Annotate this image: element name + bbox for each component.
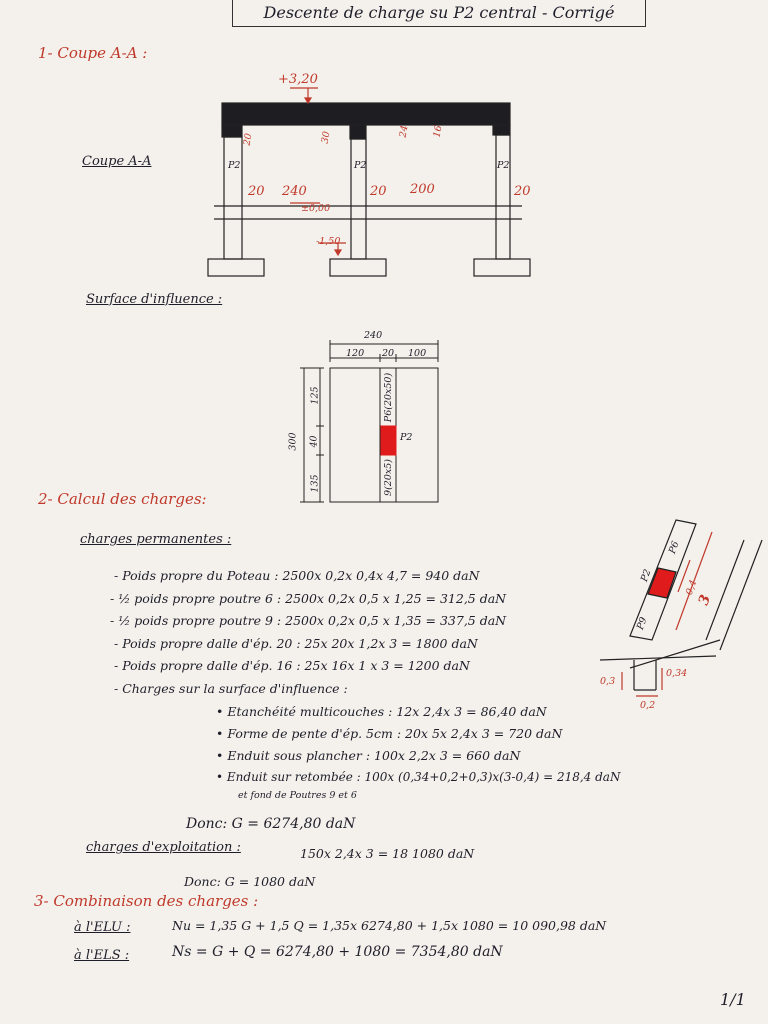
influence-beam-bottom: 9(20x5) [382, 459, 394, 496]
dim-3: 24 [397, 124, 411, 139]
poteau-label-3: P2 [497, 160, 510, 171]
influence-top-total: 240 [364, 330, 383, 341]
footing-right [473, 258, 531, 277]
permanent-heading: charges permanentes : [80, 532, 232, 547]
level-top: +3,20 [278, 72, 318, 87]
dim-4: 16 [431, 124, 445, 139]
page-title: Descente de charge su P2 central - Corri… [232, 0, 646, 27]
side-dim-5: 0,2 [640, 700, 656, 711]
permanent-line-5: - Poids propre dalle d'ép. 16 : 25x 16x … [114, 658, 470, 673]
poteau-label-1: P2 [228, 160, 241, 171]
influence-left-total: 300 [287, 432, 299, 451]
slab [221, 102, 511, 126]
influence-heading: Surface d'influence : [86, 292, 223, 307]
influence-beam-top: P6(20x50) [383, 372, 395, 423]
pole-fill [380, 425, 397, 456]
els-label: à l'ELS : [74, 948, 130, 963]
side-sketch [599, 519, 763, 697]
permanent-line-6: - Charges sur la surface d'influence : [114, 681, 348, 696]
poteau-label-2: P2 [354, 160, 367, 171]
span-1: 20 [248, 184, 265, 199]
influence-line-1: • Etanchéité multicouches : 12x 2,4x 3 =… [216, 704, 547, 719]
span-5: 20 [514, 184, 531, 199]
coupe-label: Coupe A-A [82, 154, 152, 169]
elu-formula: Nu = 1,35 G + 1,5 Q = 1,35x 6274,80 + 1,… [172, 918, 607, 933]
g-result: Donc: G = 6274,80 daN [186, 816, 356, 832]
section2-heading: 2- Calcul des charges: [38, 490, 207, 508]
side-dim-4: 0,34 [666, 668, 688, 679]
influence-pole: P2 [400, 432, 413, 443]
coupe-drawing [207, 102, 531, 277]
influence-note: et fond de Poutres 9 et 6 [238, 790, 357, 801]
span-3: 20 [370, 184, 387, 199]
column-center [350, 138, 367, 260]
column-left [223, 136, 243, 260]
influence-line-2: • Forme de pente d'ép. 5cm : 20x 5x 2,4x… [216, 726, 563, 741]
influence-outline [329, 367, 439, 503]
level-bottom: -1,50 [316, 236, 341, 247]
q-result: Donc: G = 1080 daN [184, 874, 316, 889]
els-formula: Ns = G + Q = 6274,80 + 1080 = 7354,80 da… [172, 944, 503, 960]
elu-label: à l'ELU : [74, 920, 131, 935]
permanent-line-4: - Poids propre dalle d'ép. 20 : 25x 20x … [114, 636, 478, 651]
section1-heading: 1- Coupe A-A : [38, 44, 148, 62]
influence-top-part-2: 20 [382, 348, 395, 359]
dim-2: 30 [319, 130, 333, 145]
side-dim-3: 0,3 [600, 676, 616, 687]
column-right [495, 134, 511, 260]
permanent-line-3: - ½ poids propre poutre 9 : 2500x 0,2x 0… [110, 613, 507, 628]
influence-left-part-2: 40 [308, 435, 320, 448]
influence-line-4: • Enduit sur retombée : 100x (0,34+0,2+0… [216, 770, 621, 784]
influence-line-3: • Enduit sous plancher : 100x 2,2x 3 = 6… [216, 748, 521, 763]
section3-heading: 3- Combinaison des charges : [34, 892, 259, 910]
influence-left-part-3: 135 [309, 474, 321, 493]
footing-left [207, 258, 265, 277]
exploitation-calc: 150x 2,4x 3 = 18 1080 daN [300, 846, 475, 861]
exploitation-heading: charges d'exploitation : [86, 840, 241, 855]
permanent-line-1: - Poids propre du Poteau : 2500x 0,2x 0,… [114, 568, 480, 583]
dim-1: 20 [241, 132, 255, 147]
influence-left-part-1: 125 [309, 386, 321, 405]
influence-top-part-1: 120 [346, 348, 365, 359]
span-4: 200 [410, 182, 435, 197]
footing-center [329, 258, 387, 277]
influence-top-part-3: 100 [408, 348, 427, 359]
span-2: 240 [282, 184, 307, 199]
influence-drawing [300, 340, 439, 503]
permanent-line-2: - ½ poids propre poutre 6 : 2500x 0,2x 0… [110, 591, 507, 606]
page-number: 1/1 [720, 990, 746, 1009]
level-zero: ±0,00 [301, 203, 331, 214]
